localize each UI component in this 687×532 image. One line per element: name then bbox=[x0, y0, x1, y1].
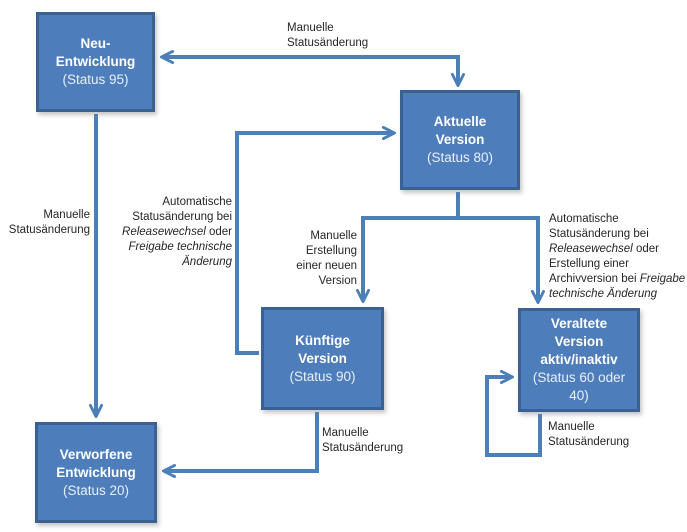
node-title: Veraltete Version aktiv/inaktiv bbox=[540, 316, 618, 367]
node-neu-text: Neu-Entwicklung (Status 95) bbox=[49, 35, 142, 89]
node-status: (Status 60 oder 40) bbox=[532, 370, 626, 403]
node-status: (Status 20) bbox=[62, 482, 130, 498]
edge-aktuelle-veraltete-auto bbox=[458, 216, 546, 305]
node-status: (Status 80) bbox=[426, 150, 494, 165]
edge-kuenftige-verworfene-manual bbox=[161, 412, 319, 479]
node-title: Neu-Entwicklung bbox=[55, 36, 136, 69]
node-aktuelle-text: Aktuelle Version (Status 80) bbox=[413, 113, 507, 167]
node-verworfene-entwicklung: Verworfene Entwicklung (Status 20) bbox=[35, 422, 157, 523]
node-status: (Status 95) bbox=[62, 72, 129, 87]
node-title: Aktuelle Version bbox=[433, 114, 487, 147]
edge-label-auto-statusaenderung-archivversion: Automatische Statusänderung bei Releasew… bbox=[549, 213, 686, 300]
node-title: Verworfene Entwicklung bbox=[56, 446, 136, 480]
node-neu-entwicklung: Neu-Entwicklung (Status 95) bbox=[36, 12, 155, 112]
node-veraltete-version: Veraltete Version aktiv/inaktiv (Status … bbox=[518, 308, 640, 412]
node-status: (Status 90) bbox=[289, 368, 356, 384]
edge-label-manuelle-statusaenderung-verworfene: Manuelle Statusänderung bbox=[322, 427, 404, 454]
node-aktuelle-version: Aktuelle Version (Status 80) bbox=[400, 90, 520, 190]
edge-aktuelle-kuenftige-newversion bbox=[355, 192, 460, 304]
edge-label-auto-statusaenderung-release: Automatische Statusänderung bei Releasew… bbox=[122, 196, 232, 268]
edge-label-left-manuelle-statusaenderung: Manuelle Statusänderung bbox=[8, 209, 90, 236]
node-kuenftige-version: Künftige Version (Status 90) bbox=[261, 307, 384, 410]
edge-label-manuelle-erstellung-neue-version: Manuelle Erstellung einer neuen Version bbox=[296, 230, 357, 287]
node-verworfene-text: Verworfene Entwicklung (Status 20) bbox=[48, 446, 144, 500]
node-title: Künftige Version bbox=[295, 332, 350, 366]
node-veraltete-text: Veraltete Version aktiv/inaktiv (Status … bbox=[531, 315, 627, 405]
edge-label-manuelle-statusaenderung-selfloop: Manuelle Statusänderung bbox=[548, 421, 630, 448]
node-kuenftige-text: Künftige Version (Status 90) bbox=[274, 332, 371, 386]
edge-label-top-manuelle-statusaenderung: Manuelle Statusänderung bbox=[287, 22, 369, 49]
edge-aktuelle-neu-manual bbox=[159, 49, 466, 88]
